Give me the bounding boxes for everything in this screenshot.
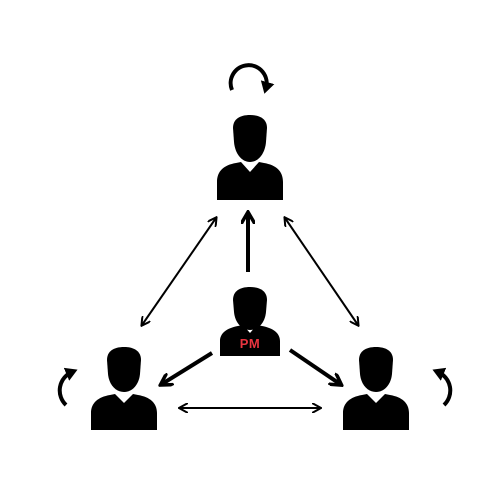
arrow-top-to-bottom-right bbox=[285, 218, 358, 325]
arrow-top-to-bottom-left bbox=[142, 218, 216, 325]
cycle-arrow-icon bbox=[228, 63, 275, 94]
person-icon-pm bbox=[220, 287, 280, 356]
cycle-arrow-icon bbox=[57, 367, 78, 407]
arrow-pm-to-bottom-left bbox=[162, 351, 214, 384]
person-icon-top bbox=[217, 115, 283, 200]
cycle-arrow-icon bbox=[432, 367, 453, 407]
arrow-pm-to-bottom-right bbox=[288, 348, 340, 384]
person-icon-bottom-left bbox=[91, 347, 157, 430]
person-icon-bottom-right bbox=[343, 347, 409, 430]
pm-label: PM bbox=[240, 336, 261, 351]
